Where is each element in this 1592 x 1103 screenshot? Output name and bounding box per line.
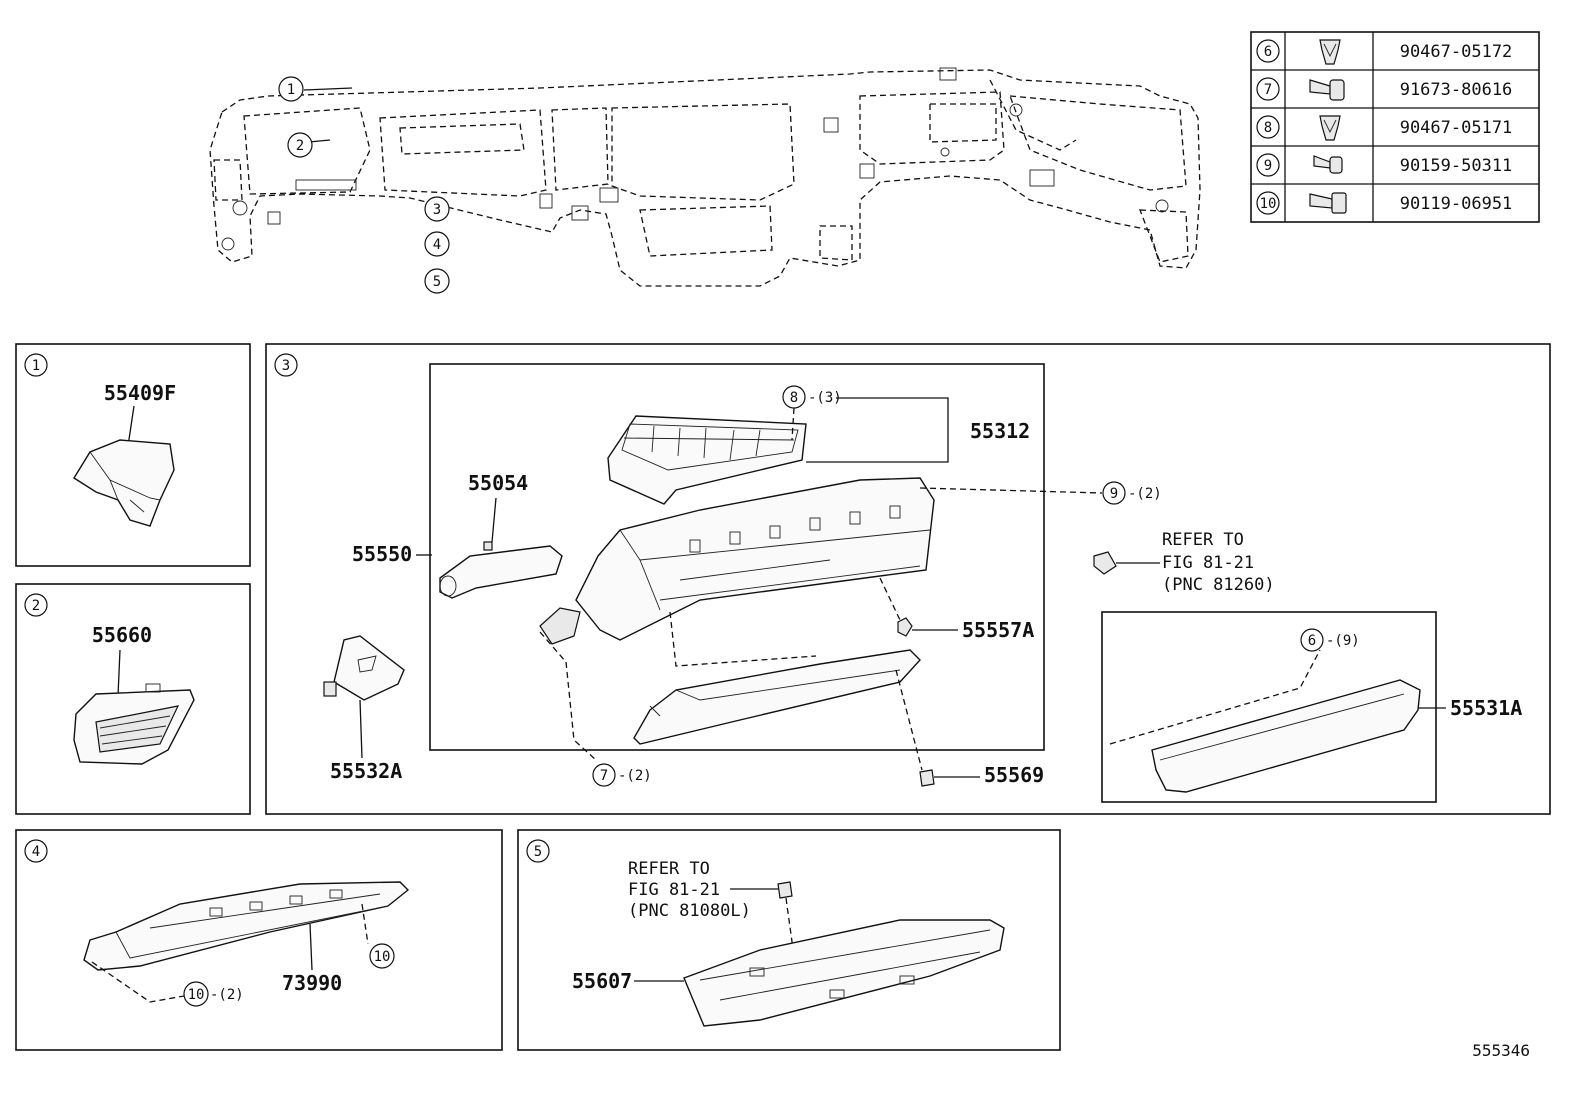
refer-text-81260-line2: FIG 81-21 <box>1162 553 1254 573</box>
part-55531A-drawing <box>1109 649 1421 793</box>
overview-callout-2: 2 <box>287 132 313 158</box>
part-label-55312: 55312 <box>970 419 1030 443</box>
part-55054-drawing <box>439 541 563 599</box>
fastener-part-number-6: 90467-05172 <box>1400 42 1513 62</box>
panel-3: 3 55312 8 -(3) <box>265 343 1551 815</box>
fastener-row-9: 9 90159-50311 <box>1256 153 1513 177</box>
callout-8-qty: -(3) <box>808 390 842 406</box>
part-label-55660: 55660 <box>92 623 152 647</box>
fastener-part-number-8: 90467-05171 <box>1400 118 1513 138</box>
part-55557A-drawing <box>897 617 913 637</box>
fastener-ref-9: 9 <box>1264 158 1272 174</box>
callout-10-a: 10 <box>188 987 205 1003</box>
callout-10-a-qty: -(2) <box>210 987 244 1003</box>
part-55569-drawing <box>919 769 935 787</box>
callout-9: 9 <box>1110 486 1118 502</box>
fastener-ref-6: 6 <box>1264 44 1272 60</box>
fastener-row-6: 6 90467-05172 <box>1256 39 1513 65</box>
part-55409F-drawing <box>73 439 175 527</box>
part-81260-connector <box>1093 551 1117 575</box>
callout-10-b: 10 <box>374 949 391 965</box>
part-55532A-drawing <box>323 635 405 701</box>
part-label-55557A: 55557A <box>962 618 1034 642</box>
part-55607-drawing <box>683 919 1005 1027</box>
overview-callout-3: 3 <box>424 196 450 222</box>
refer-text-81080L-line2: FIG 81-21 <box>628 880 720 900</box>
fastener-ref-10: 10 <box>1260 196 1277 212</box>
overview-callout-4-label: 4 <box>433 237 441 253</box>
part-label-55409F: 55409F <box>104 381 176 405</box>
clip-icon <box>1319 115 1341 141</box>
glove-box-assembly-box <box>429 363 1045 751</box>
fastener-row-10: 10 90119-06951 <box>1256 191 1513 215</box>
part-label-55532A: 55532A <box>330 759 402 783</box>
fastener-part-number-10: 90119-06951 <box>1400 194 1513 214</box>
part-55660-drawing <box>73 683 195 765</box>
part-label-55054: 55054 <box>468 471 528 495</box>
part-label-55550: 55550 <box>352 542 412 566</box>
refer-text-81260-line3: (PNC 81260) <box>1162 575 1275 595</box>
part-55312-drawing <box>607 415 807 505</box>
panel-2: 2 55660 <box>15 583 251 815</box>
fastener-row-8: 8 90467-05171 <box>1256 115 1513 141</box>
panel-4-index: 4 <box>32 844 40 860</box>
fastener-part-number-7: 91673-80616 <box>1400 80 1513 100</box>
panel-4: 4 73990 10 -(2) 10 <box>15 829 503 1051</box>
callout-6: 6 <box>1308 633 1316 649</box>
panel-1-index: 1 <box>32 358 40 374</box>
clip-icon <box>1319 39 1341 65</box>
fastener-ref-8: 8 <box>1264 120 1272 136</box>
callout-9-qty: -(2) <box>1128 486 1162 502</box>
dashboard-frame-overview <box>209 67 1201 287</box>
overview-callout-5-label: 5 <box>433 274 441 290</box>
refer-text-81260-line1: REFER TO <box>1162 530 1244 550</box>
fastener-part-number-9: 90159-50311 <box>1400 156 1513 176</box>
glove-box-lower-cover <box>633 649 921 745</box>
fastener-row-7: 7 91673-80616 <box>1256 77 1513 101</box>
panel-3-index: 3 <box>282 358 290 374</box>
door-trim-box <box>1101 611 1437 803</box>
part-label-55569: 55569 <box>984 763 1044 787</box>
part-81080L-connector <box>777 881 793 899</box>
panel-5-index: 5 <box>534 844 542 860</box>
panel-5: 5 REFER TO FIG 81-21 (PNC 81080L) 55607 <box>517 829 1061 1051</box>
fastener-ref-7: 7 <box>1264 82 1272 98</box>
overview-callout-3-label: 3 <box>433 202 441 218</box>
callout-8: 8 <box>790 390 798 406</box>
panel-2-index: 2 <box>32 598 40 614</box>
callout-7-qty: -(2) <box>618 768 652 784</box>
part-label-55607: 55607 <box>572 969 632 993</box>
overview-callout-2-label: 2 <box>296 138 304 154</box>
screw-icon <box>1313 155 1343 174</box>
refer-text-81080L-line1: REFER TO <box>628 859 710 879</box>
part-55550-drawing <box>539 477 935 645</box>
overview-callout-1: 1 <box>278 76 304 102</box>
panel-1: 1 55409F <box>15 343 251 567</box>
part-label-55531A: 55531A <box>1450 696 1522 720</box>
figure-number: 555346 <box>1472 1041 1530 1060</box>
part-73990-drawing <box>83 881 410 971</box>
bolt-icon <box>1309 192 1347 214</box>
overview-callout-5: 5 <box>424 268 450 294</box>
refer-text-81080L-line3: (PNC 81080L) <box>628 901 751 921</box>
overview-callout-4: 4 <box>424 231 450 257</box>
callout-6-qty: -(9) <box>1326 633 1360 649</box>
overview-callout-1-label: 1 <box>287 82 295 98</box>
part-label-73990: 73990 <box>282 971 342 995</box>
screw-icon <box>1309 79 1345 101</box>
callout-7: 7 <box>600 768 608 784</box>
fastener-table: 6 90467-05172 7 91673-80616 8 90467-0517 <box>1250 31 1540 223</box>
